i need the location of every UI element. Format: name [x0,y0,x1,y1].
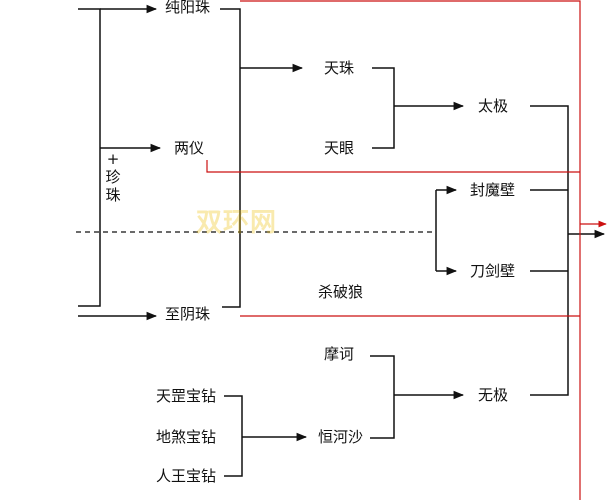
node-zhen-pearl: + 珍 珠 [105,150,121,204]
tianzhu-bracket [372,67,395,149]
node-disha-gem: 地煞宝钻 [156,428,217,446]
node-shapolang: 杀破狼 [318,283,364,301]
node-wuji: 无极 [478,386,509,404]
node-mohe: 摩诃 [324,345,355,363]
right-bracket [530,105,569,396]
node-taiji: 太极 [478,97,509,115]
node-henghesha: 恒河沙 [318,428,364,446]
node-tianyan: 天眼 [324,139,355,157]
node-chunyang-pearl: 纯阳珠 [165,0,211,16]
node-tiangang-gem: 天罡宝钻 [156,387,217,405]
mohe-bracket [370,355,395,439]
pearl-bracket [220,8,241,308]
watermark-logo: 双环网 [196,208,278,238]
node-fengmo-wall: 封魔壁 [470,181,516,199]
node-zhiyin-pearl: 至阴珠 [165,305,211,323]
gem-bracket [224,395,243,477]
left-bracket [78,8,101,307]
node-renwang-gem: 人王宝钻 [156,467,217,485]
red-lines [206,0,581,500]
node-tianzhu: 天珠 [324,59,355,77]
node-daojian-wall: 刀剑壁 [470,262,516,280]
node-liangyi: 两仪 [174,139,205,157]
